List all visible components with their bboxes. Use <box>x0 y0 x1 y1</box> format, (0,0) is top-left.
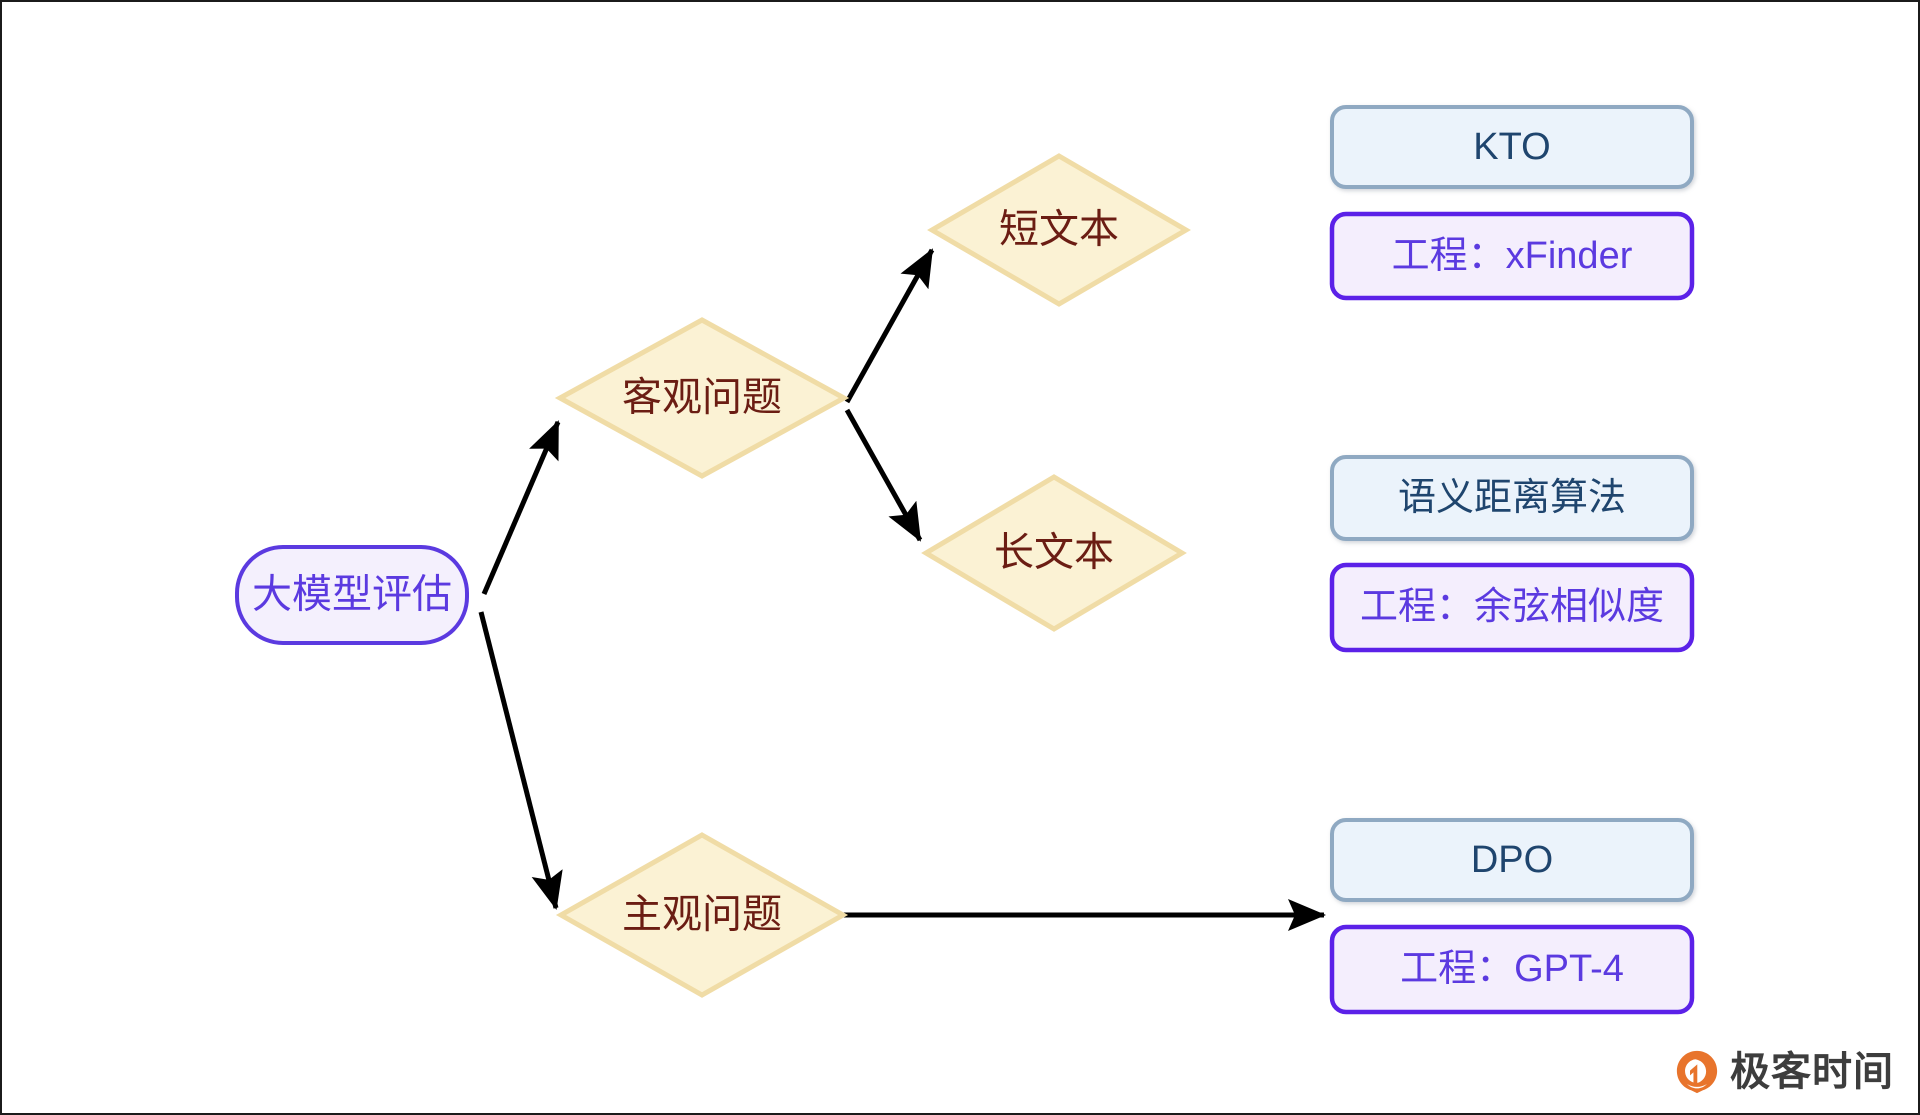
node-xfinder[interactable]: 工程：xFinder <box>1329 211 1695 301</box>
node-dpo[interactable]: DPO <box>1330 818 1694 902</box>
node-long-text[interactable]: 长文本 <box>921 474 1187 632</box>
short-text-diamond-shape <box>927 153 1191 307</box>
node-subjective[interactable]: 主观问题 <box>555 832 849 998</box>
semantic-distance-box-shape <box>1330 455 1694 541</box>
node-objective[interactable]: 客观问题 <box>554 317 850 479</box>
edge-objective-to-long-text <box>844 408 923 542</box>
node-short-text[interactable]: 短文本 <box>927 153 1191 307</box>
subjective-diamond-shape <box>555 832 849 998</box>
geektime-pin-logo-icon <box>1676 1050 1718 1094</box>
node-gpt4[interactable]: 工程：GPT-4 <box>1329 924 1695 1015</box>
node-root[interactable]: 大模型评估 <box>235 545 469 645</box>
long-text-diamond-label: 长文本 <box>994 531 1114 575</box>
short-text-diamond-label: 短文本 <box>999 208 1119 252</box>
watermark: 极客时间 <box>1674 1049 1894 1095</box>
node-kto[interactable]: KTO <box>1330 105 1694 189</box>
node-semantic-distance[interactable]: 语义距离算法 <box>1330 455 1694 541</box>
gpt4-box-label: 工程：GPT-4 <box>1400 948 1624 990</box>
dpo-box-shape <box>1330 818 1694 902</box>
edges-layer <box>478 248 1327 931</box>
cosine-similarity-box-label: 工程：余弦相似度 <box>1360 586 1664 628</box>
semantic-distance-box-label: 语义距离算法 <box>1398 477 1626 519</box>
node-cosine-similarity[interactable]: 工程：余弦相似度 <box>1329 562 1695 653</box>
root-node-shape <box>235 545 469 645</box>
root-node-label: 大模型评估 <box>252 573 452 617</box>
xfinder-box-shape <box>1329 211 1695 301</box>
objective-diamond-label: 客观问题 <box>622 376 782 420</box>
kto-box-shape <box>1330 105 1694 189</box>
edge-objective-to-short-text <box>844 248 935 404</box>
watermark-label: 极客时间 <box>1730 1050 1894 1094</box>
subjective-diamond-label: 主观问题 <box>622 893 782 937</box>
xfinder-box-label: 工程：xFinder <box>1392 235 1633 277</box>
dpo-box-label: DPO <box>1471 839 1553 881</box>
objective-diamond-shape <box>554 317 850 479</box>
gpt4-box-shape <box>1329 924 1695 1015</box>
kto-box-label: KTO <box>1473 126 1550 168</box>
long-text-diamond-shape <box>921 474 1187 632</box>
edge-root-to-subjective <box>478 611 563 910</box>
cosine-similarity-box-shape <box>1329 562 1695 653</box>
edge-root-to-objective <box>481 420 561 595</box>
